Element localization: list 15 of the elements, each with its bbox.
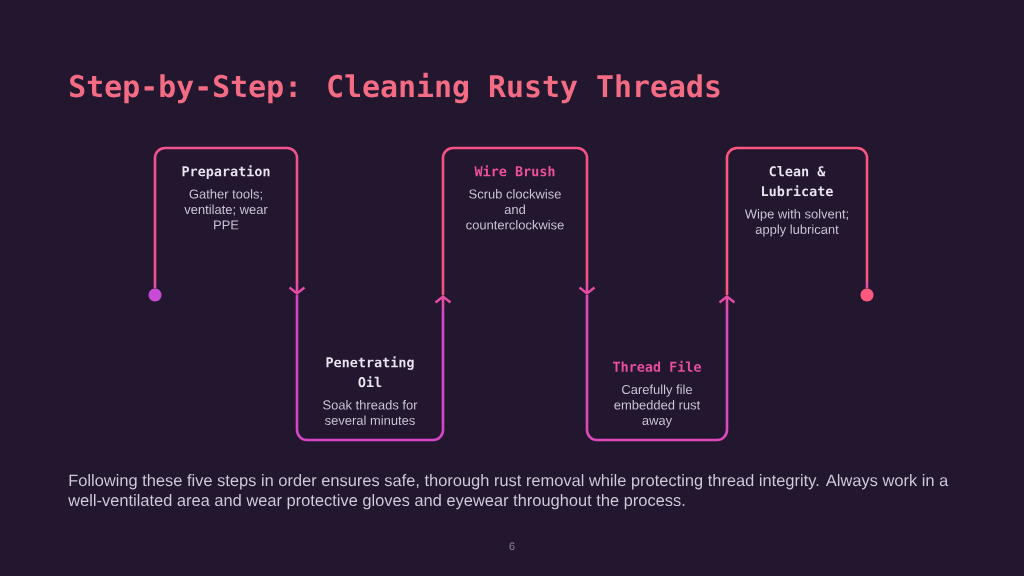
- step-text: Wipe with solvent; apply lubricant: [744, 209, 848, 237]
- step-title: Thread File: [613, 360, 701, 372]
- step-text: Gather tools; ventilate; wear PPE: [184, 189, 268, 230]
- page-number: 6: [509, 542, 515, 551]
- connector-line: [153, 282, 157, 289]
- step-text: Scrub clockwise and counterclockwise: [466, 189, 564, 230]
- step-text: Soak threads for several minutes: [323, 400, 418, 425]
- step-title: Wire Brush: [474, 165, 555, 177]
- step-title: Clean & Lubricate: [762, 165, 833, 197]
- connector-line: [865, 282, 869, 289]
- step-title: Preparation: [182, 165, 270, 179]
- step-text: Carefully file embedded rust away: [614, 384, 701, 428]
- footer-note: Following these five steps in order ensures safe, thorough rust removal while protecting thread integrity. Always work in a well-ventilated area and wear protective gloves and eyewear throughout the process.: [68, 474, 949, 510]
- step-title: Penetrating Oil: [326, 356, 414, 388]
- title: Step-by-Step: Cleaning Rusty Threads: [70, 72, 720, 104]
